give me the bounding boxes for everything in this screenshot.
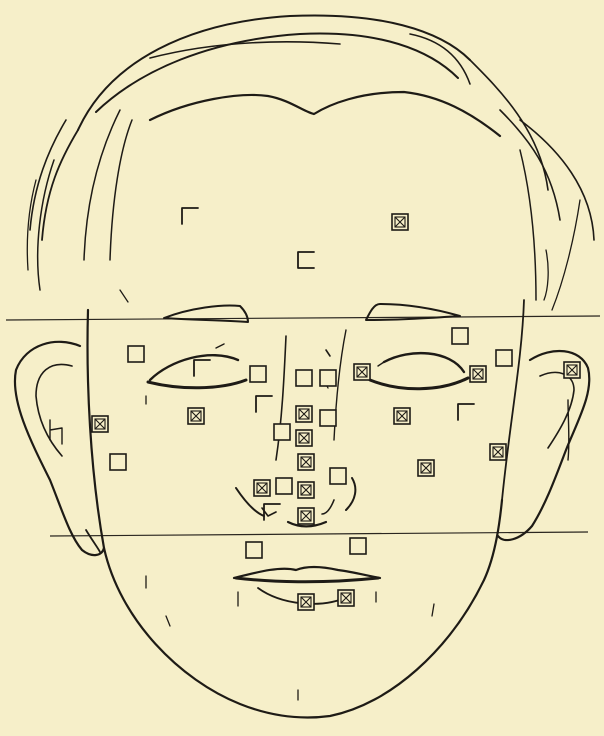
marker-inner-canthus-left-a xyxy=(250,366,266,382)
marker-nose-side-right xyxy=(330,468,346,484)
marker-cheek-left-upper xyxy=(188,408,204,424)
marker-nose-tip xyxy=(298,482,314,498)
marker-ear-right xyxy=(564,362,580,378)
marker-cheek-right xyxy=(418,460,434,476)
marker-lower-lid-right-corner xyxy=(458,404,474,420)
marker-inner-canthus-right xyxy=(354,364,370,380)
marker-nose-bridge-side xyxy=(320,410,336,426)
nose xyxy=(236,330,355,527)
marker-forehead-left xyxy=(182,208,198,224)
marker-temple-right xyxy=(496,350,512,366)
marker-ear-left xyxy=(92,416,108,432)
marker-cheek-left xyxy=(110,454,126,470)
marker-forehead-right xyxy=(392,214,408,230)
marker-nostril-left xyxy=(264,504,280,520)
marker-nose-dorsum xyxy=(298,454,314,470)
marker-nose-tip-left xyxy=(276,478,292,494)
marker-mouth-right-upper xyxy=(350,538,366,554)
marker-nose-bridge-1 xyxy=(296,406,312,422)
marker-lower-lip-right xyxy=(338,590,354,606)
marker-lower-lid-left xyxy=(256,396,272,412)
marker-lower-lid-right xyxy=(394,408,410,424)
marker-nose-tip-lower xyxy=(298,508,314,524)
eyebrow-left xyxy=(164,306,248,323)
ear-right xyxy=(498,351,589,540)
marker-cheek-right-outer xyxy=(490,444,506,460)
marker-nose-bridge-2 xyxy=(296,430,312,446)
marker-nose-ala-left xyxy=(254,480,270,496)
eye-right xyxy=(370,353,468,389)
marker-glabella xyxy=(298,252,314,268)
marker-upper-lid-left xyxy=(194,360,210,376)
marker-outer-canthus-right xyxy=(470,366,486,382)
marker-inner-canthus-left-b xyxy=(296,370,312,386)
marker-lower-lip-center xyxy=(298,594,314,610)
earlobe-level-line xyxy=(50,532,588,536)
marker-temple-left xyxy=(128,346,144,362)
eye-left xyxy=(148,344,246,388)
marker-temple-right-upper xyxy=(452,328,468,344)
marker-nasion xyxy=(320,370,336,386)
hair-outline xyxy=(27,15,594,310)
brow-level-line xyxy=(6,316,600,320)
marker-nose-side-left xyxy=(274,424,290,440)
marker-mouth-left-upper xyxy=(246,542,262,558)
